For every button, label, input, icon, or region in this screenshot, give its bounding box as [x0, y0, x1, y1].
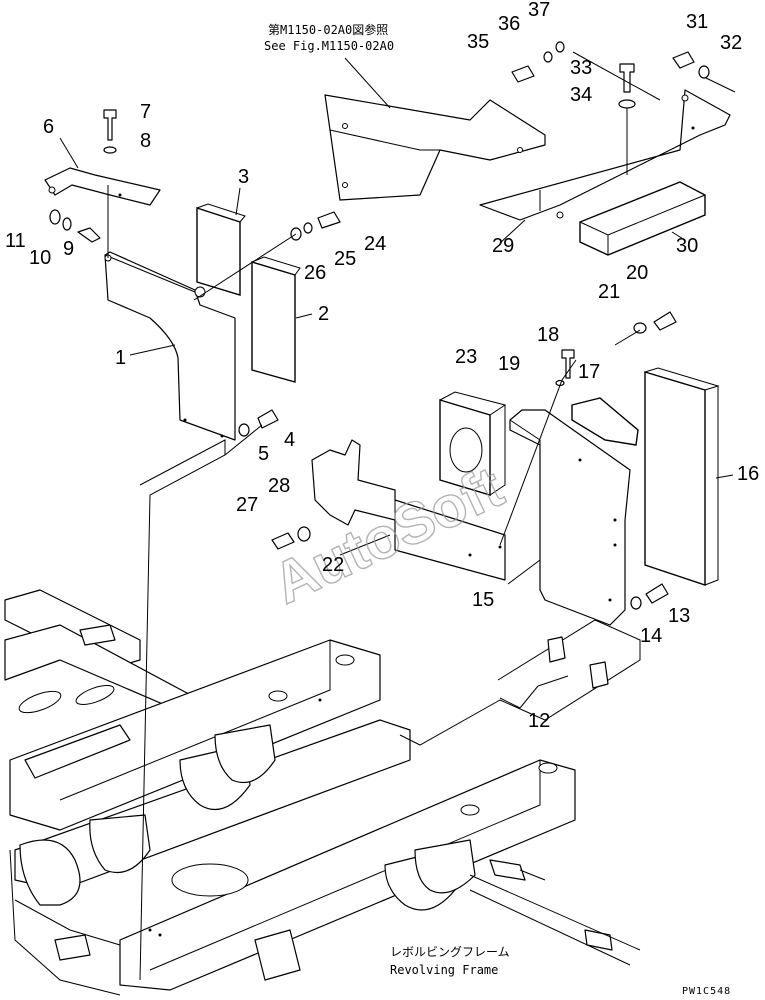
frame-label-japanese: レボルビングフレーム — [390, 945, 510, 959]
callout-24: 24 — [364, 233, 386, 255]
callout-22: 22 — [322, 554, 344, 576]
callout-15: 15 — [472, 589, 494, 611]
frame-label-english: Revolving Frame — [390, 963, 498, 977]
callout-9: 9 — [63, 238, 74, 260]
fasteners — [49, 41, 710, 610]
callout-26: 26 — [304, 262, 326, 284]
part-2-pad — [251, 261, 296, 383]
callout-3: 3 — [238, 166, 249, 188]
callout-27: 27 — [236, 494, 258, 516]
callout-7: 7 — [140, 101, 151, 123]
callout-5: 5 — [258, 443, 269, 465]
callout-20: 20 — [626, 262, 648, 284]
callout-4: 4 — [284, 429, 295, 451]
callout-36: 36 — [498, 13, 520, 35]
callout-13: 13 — [668, 605, 690, 627]
callout-8: 8 — [140, 130, 151, 152]
callout-18: 18 — [537, 324, 559, 346]
callout-6: 6 — [43, 116, 54, 138]
part-29-bracket — [479, 89, 731, 221]
callout-19: 19 — [498, 353, 520, 375]
drawing-code: PW1C548 — [682, 986, 731, 997]
callout-11: 11 — [5, 230, 26, 252]
revolving-frame — [4, 589, 641, 996]
callout-35: 35 — [467, 31, 489, 53]
part-16-pad — [644, 371, 706, 586]
callout-23: 23 — [455, 346, 477, 368]
callout-28: 28 — [268, 475, 290, 497]
callout-10: 10 — [29, 247, 51, 269]
mount-outline-right — [399, 619, 641, 746]
part-6-cover — [44, 167, 161, 206]
part-17-pad — [571, 397, 639, 446]
callout-31: 31 — [686, 11, 708, 33]
part-3-pad — [196, 207, 241, 296]
part-1-bracket — [104, 251, 236, 441]
reference-note-english: See Fig.M1150-02A0 — [264, 39, 394, 53]
part-top-cover-m1150 — [324, 94, 546, 201]
callout-2: 2 — [318, 303, 329, 325]
callout-30: 30 — [676, 235, 698, 257]
callout-14: 14 — [640, 625, 662, 647]
callout-34: 34 — [570, 84, 592, 106]
callout-16: 16 — [737, 463, 759, 485]
callout-12: 12 — [528, 710, 550, 732]
callout-25: 25 — [334, 248, 356, 270]
callout-29: 29 — [492, 235, 514, 257]
leader-lines — [59, 51, 736, 709]
callout-37: 37 — [528, 0, 550, 21]
callout-1: 1 — [115, 347, 126, 369]
part-30-pad — [579, 181, 706, 256]
callout-21: 21 — [598, 281, 620, 303]
part-22-bracket — [311, 439, 506, 581]
part-12-clips — [547, 636, 609, 689]
reference-note-japanese: 第M1150-02A0図参照 — [268, 22, 388, 37]
callout-17: 17 — [578, 361, 600, 383]
part-15-plate — [509, 409, 631, 626]
callout-33: 33 — [570, 57, 592, 79]
callout-numbers: 1 2 3 4 5 6 7 8 9 10 11 12 13 14 15 16 1… — [5, 0, 759, 732]
callout-32: 32 — [720, 32, 742, 54]
